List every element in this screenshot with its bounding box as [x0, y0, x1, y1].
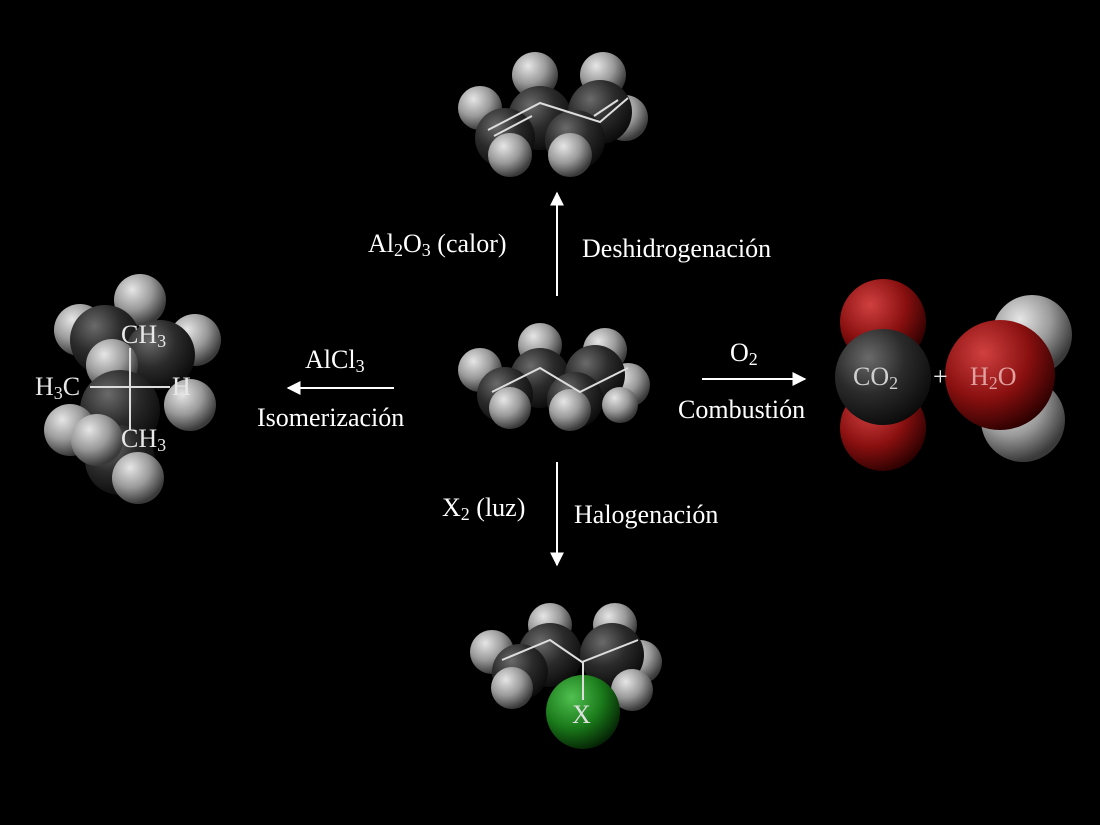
halogen-atom: [546, 675, 620, 749]
isomerization-label: Isomerización: [257, 403, 405, 432]
h2o-label: H2O: [970, 362, 1017, 393]
isomerization-reagent: AlCl3: [305, 345, 365, 376]
hydrogen-atom: [549, 389, 591, 431]
bond-lines: [487, 97, 629, 131]
double-bond-line: [593, 99, 619, 117]
hydrogen-atom: [611, 669, 653, 711]
combustion-reagent: O2: [730, 338, 758, 369]
molecule-butadiene: [458, 52, 648, 177]
bond-lines: [501, 638, 639, 664]
halogen-label: X: [572, 700, 591, 729]
isobutane-top-group: CH3: [121, 320, 167, 351]
oxygen-atom: [945, 320, 1055, 430]
halogenation-reagent: X2 (luz): [442, 493, 526, 524]
hydrogen-atom: [488, 133, 532, 177]
hydrogen-atom: [548, 133, 592, 177]
molecule-butane: [458, 323, 650, 431]
molecule-h2o: [945, 295, 1072, 462]
hydrogen-atom: [602, 387, 638, 423]
halogenation-label: Halogenación: [574, 500, 719, 529]
dehydrogenation-label: Deshidrogenación: [582, 234, 772, 263]
dehydrogenation-reagent: Al2O3 (calor): [368, 229, 507, 260]
molecule-isobutane: [44, 274, 221, 504]
hydrogen-atom: [489, 387, 531, 429]
double-bond-line: [493, 115, 533, 137]
isobutane-left-group: H3C: [35, 372, 81, 403]
carbon-atom: [125, 320, 195, 390]
isobutane-bottom-group: CH3: [121, 424, 167, 455]
hydrogen-atom: [164, 379, 216, 431]
combustion-label: Combustión: [678, 395, 806, 424]
hydrogen-atom: [71, 414, 123, 466]
isobutane-right-atom: H: [172, 372, 191, 401]
hydrogen-atom: [112, 452, 164, 504]
co2-label: CO2: [853, 362, 899, 393]
hydrogen-atom: [491, 667, 533, 709]
molecule-halobutane: [470, 603, 662, 749]
carbon-atom: [835, 329, 931, 425]
plus-sign: +: [933, 362, 948, 391]
hydrogen-atom: [512, 52, 558, 98]
bond-lines: [491, 366, 629, 394]
molecule-co2: [835, 279, 931, 471]
